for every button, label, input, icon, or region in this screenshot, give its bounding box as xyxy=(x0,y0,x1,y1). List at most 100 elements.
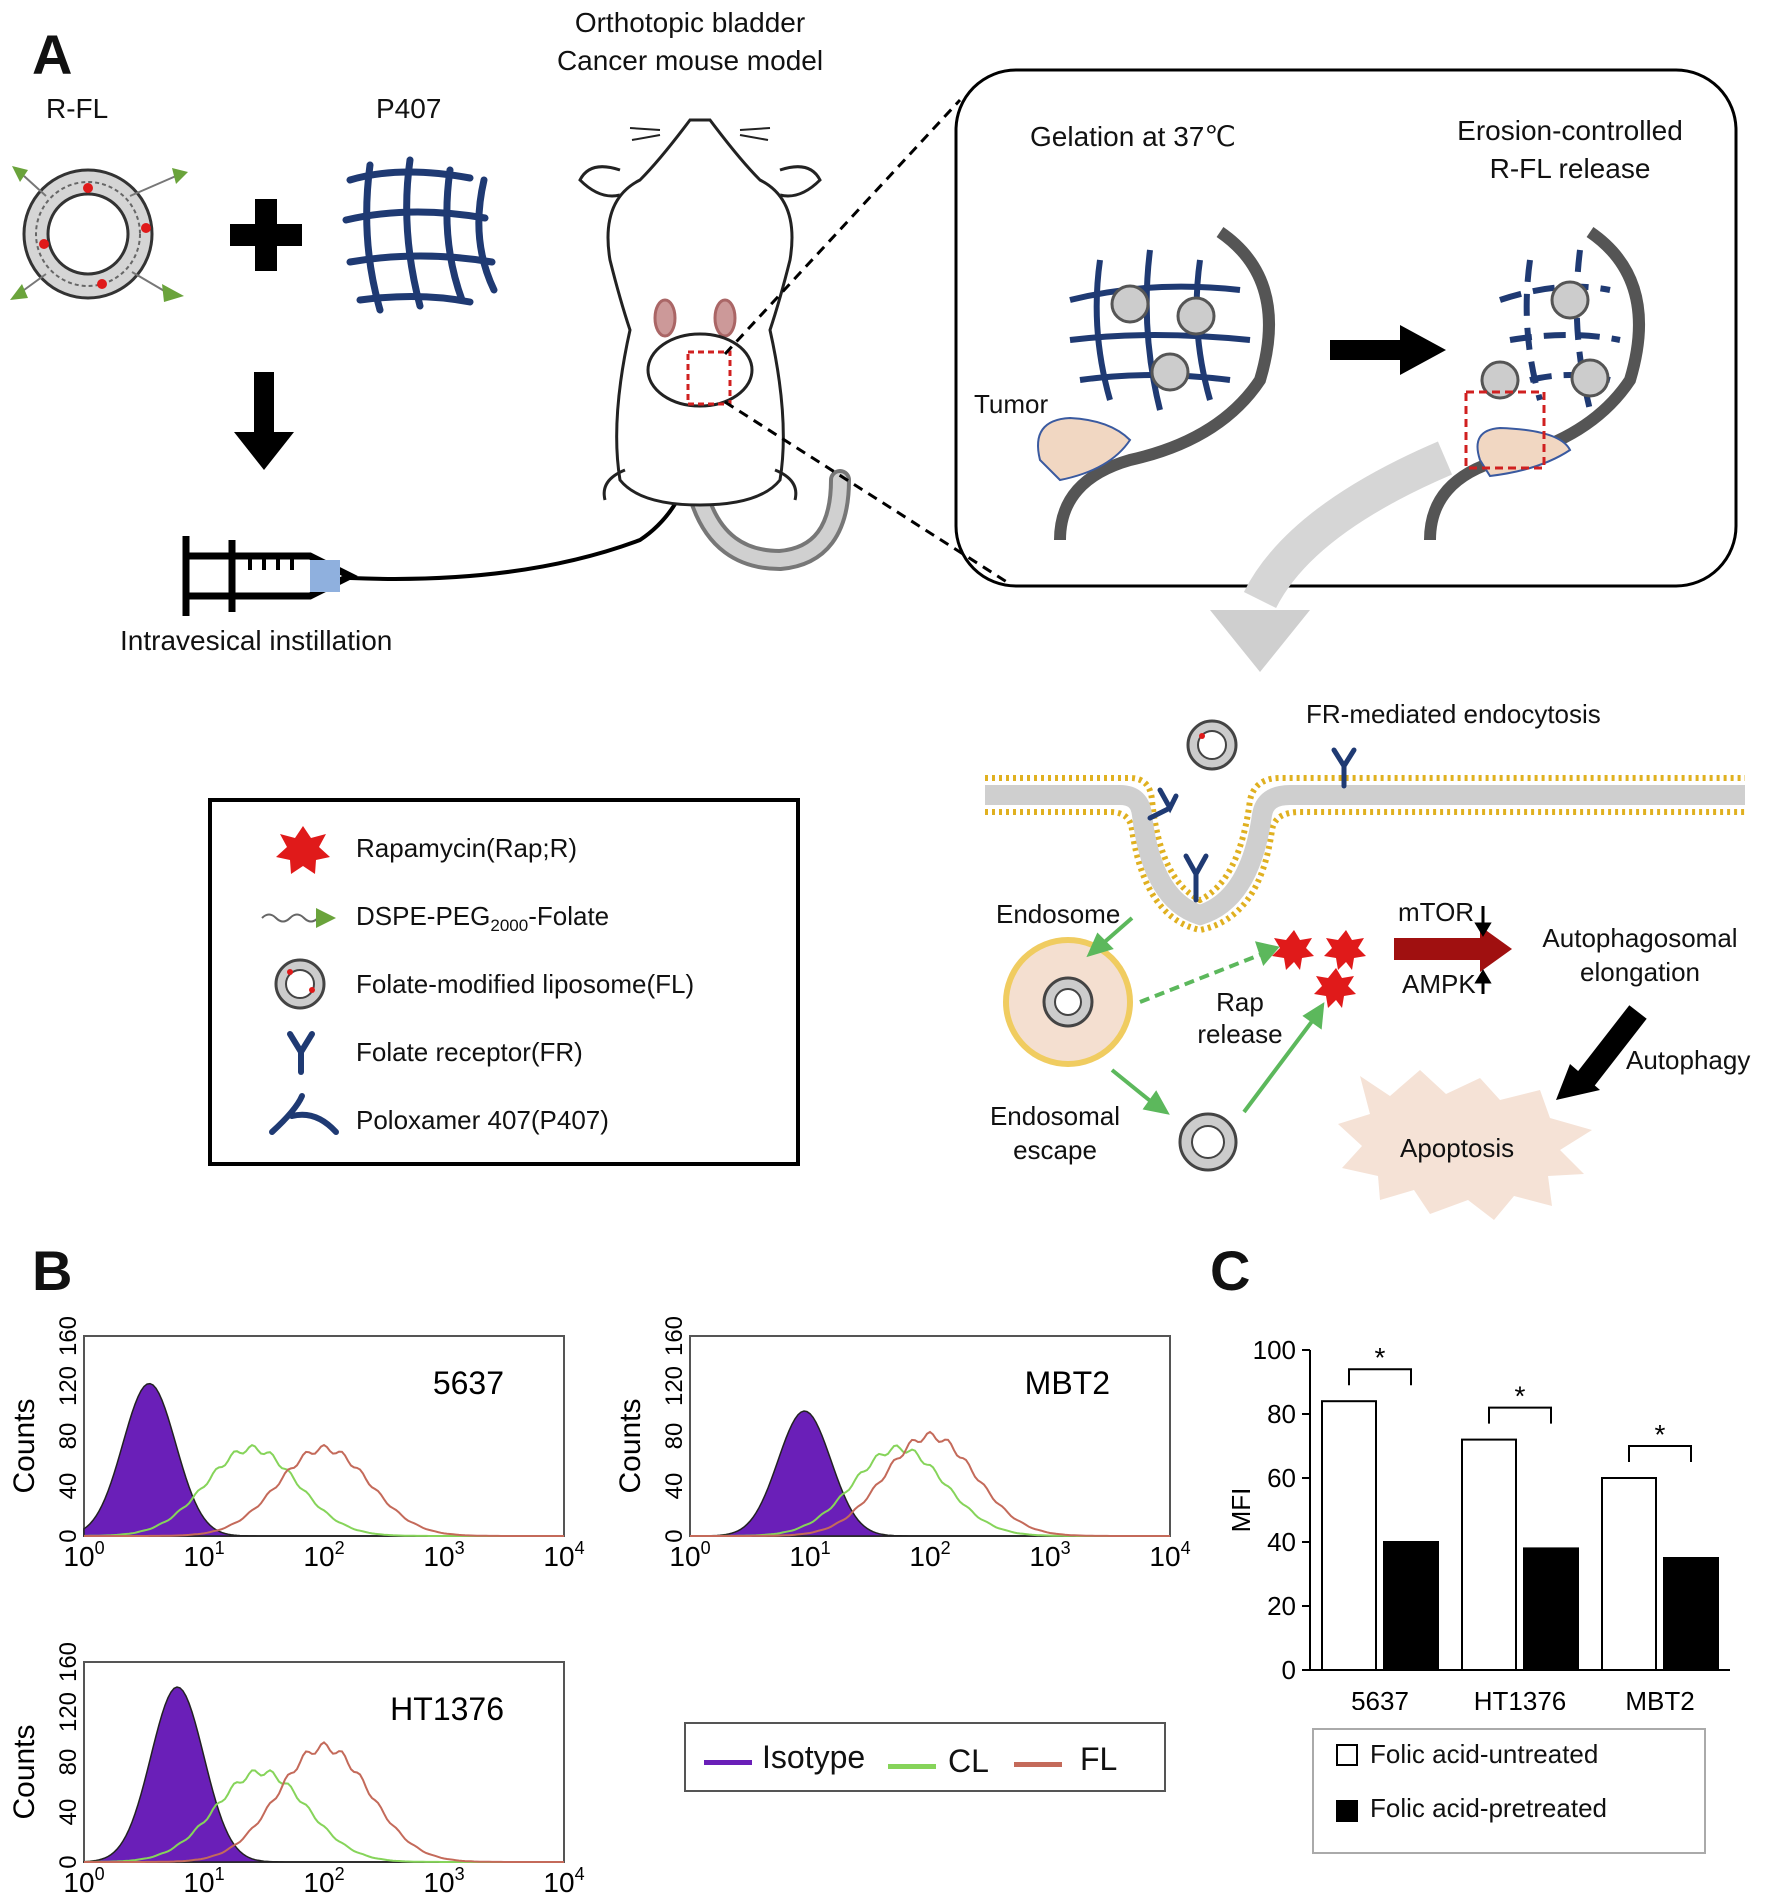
histogram-ytick: 40 xyxy=(55,1473,82,1500)
ampk-label: AMPK xyxy=(1402,969,1476,999)
panel-c-legend xyxy=(1312,1728,1706,1854)
legend-cl-swatch xyxy=(888,1764,936,1769)
histogram-ytick: 40 xyxy=(661,1473,688,1500)
histogram-ytick: 80 xyxy=(55,1749,82,1776)
histogram-fl-line xyxy=(84,1741,564,1863)
plus-icon xyxy=(230,199,302,271)
legend-rapamycin-label: Rapamycin(Rap;R) xyxy=(356,833,578,863)
histogram-xtick: 101 xyxy=(183,1864,224,1894)
bar-pretreated xyxy=(1663,1557,1719,1671)
legend-pretreated-label: Folic acid-pretreated xyxy=(1370,1793,1607,1823)
mtor-label: mTOR xyxy=(1398,897,1475,927)
bar-ytick-label: 80 xyxy=(1267,1399,1296,1429)
rapamycin-star-icon xyxy=(276,826,330,874)
histogram-xtick: 102 xyxy=(303,1864,344,1894)
poloxamer-legend-icon xyxy=(269,1093,339,1135)
significance-bracket xyxy=(1628,1445,1692,1462)
autophagy-label: Autophagy xyxy=(1626,1045,1751,1075)
histogram-ytick: 160 xyxy=(55,1642,82,1682)
legend-isotype-label: Isotype xyxy=(762,1739,866,1775)
panel-c-letter: C xyxy=(1210,1239,1251,1302)
bar-pretreated xyxy=(1383,1541,1439,1671)
histogram-ylabel: Counts xyxy=(8,1724,41,1819)
legend-peg-pre: DSPE-PEG xyxy=(356,901,491,931)
histogram-ytick: 40 xyxy=(55,1799,82,1826)
legend-fl-swatch xyxy=(1014,1762,1062,1767)
legend-peg-post: -Folate xyxy=(528,901,610,931)
histogram-fl-line xyxy=(690,1430,1170,1537)
legend-fl-label: FL xyxy=(1080,1741,1118,1777)
histogram-xtick: 103 xyxy=(423,1538,464,1572)
histogram-xtick: 103 xyxy=(423,1864,464,1894)
histogram-ytick: 80 xyxy=(55,1423,82,1450)
bar-ytick-label: 100 xyxy=(1253,1335,1296,1365)
histogram-xtick: 101 xyxy=(183,1538,224,1572)
down-arrow-icon xyxy=(234,372,294,470)
cell-membrane xyxy=(985,775,1745,934)
instillation-label: Intravesical instillation xyxy=(120,625,393,656)
panel-a-graphics xyxy=(10,68,1745,1220)
legend-untreated-label: Folic acid-untreated xyxy=(1370,1739,1599,1769)
histogram-title: HT1376 xyxy=(390,1691,504,1727)
syringe-icon xyxy=(182,536,358,616)
peg-folate-icon xyxy=(261,908,336,928)
significance-star: * xyxy=(1515,1381,1526,1412)
apoptosis-burst xyxy=(1338,1070,1592,1220)
bar-ytick-label: 40 xyxy=(1267,1527,1296,1557)
histogram-title: 5637 xyxy=(433,1365,504,1401)
escape-line2: escape xyxy=(1013,1135,1097,1165)
legend-poloxamer-label: Poloxamer 407(P407) xyxy=(356,1105,609,1135)
rfl-label: R-FL xyxy=(46,93,109,124)
histogram-xtick: 100 xyxy=(63,1538,104,1572)
histogram-ytick: 160 xyxy=(55,1316,82,1356)
histogram-ytick: 160 xyxy=(661,1316,688,1356)
histogram-ytick: 120 xyxy=(55,1366,82,1406)
bar-ytick-label: 60 xyxy=(1267,1463,1296,1493)
erosion-label-line1: Erosion-controlled xyxy=(1457,115,1683,146)
histogram-xtick: 101 xyxy=(789,1538,830,1572)
legend-pretreated-swatch xyxy=(1336,1800,1358,1822)
bar-untreated xyxy=(1601,1477,1657,1671)
histogram-xtick: 104 xyxy=(543,1864,584,1894)
histogram-xtick: 103 xyxy=(1029,1538,1070,1572)
panel-b-letter: B xyxy=(32,1239,73,1302)
legend-liposome-label: Folate-modified liposome(FL) xyxy=(356,969,695,999)
rap-release-line2: release xyxy=(1197,1019,1283,1049)
p407-label: P407 xyxy=(376,93,442,124)
apoptosis-label: Apoptosis xyxy=(1400,1133,1515,1163)
legend-peg-sub: 2000 xyxy=(490,916,529,936)
erosion-label-line2: R-FL release xyxy=(1489,153,1651,184)
histogram-xtick: 100 xyxy=(669,1538,710,1572)
histogram-ytick: 120 xyxy=(661,1366,688,1406)
tumor-label: Tumor xyxy=(974,389,1049,419)
histogram-ylabel: Counts xyxy=(8,1398,41,1493)
histogram-ytick: 120 xyxy=(55,1692,82,1732)
p407-mesh-icon xyxy=(342,156,498,314)
autophago-line2: elongation xyxy=(1580,957,1700,987)
histogram-ytick: 0 xyxy=(55,1529,82,1542)
bar-untreated xyxy=(1461,1438,1517,1671)
legend-untreated-swatch xyxy=(1336,1744,1358,1766)
histogram-ytick: 0 xyxy=(661,1529,688,1542)
histogram-xtick: 102 xyxy=(303,1538,344,1572)
mouse-title-line2: Cancer mouse model xyxy=(556,45,824,76)
mouse-icon xyxy=(578,118,851,572)
histogram-xtick: 104 xyxy=(1149,1538,1190,1572)
rap-release-line1: Rap xyxy=(1216,987,1264,1017)
bar-ytick-label: 20 xyxy=(1267,1591,1296,1621)
gelation-label: Gelation at 37℃ xyxy=(1030,121,1236,152)
significance-bracket xyxy=(1348,1368,1412,1386)
liposome-entering xyxy=(1186,719,1238,771)
panel-a-letter: A xyxy=(32,23,73,86)
bar-ytick-label: 0 xyxy=(1282,1655,1296,1685)
inset-box xyxy=(954,68,1738,588)
histogram-ylabel: Counts xyxy=(614,1398,647,1493)
panel-b-legend xyxy=(684,1722,1166,1792)
histogram-xtick: 102 xyxy=(909,1538,950,1572)
legend-peg-label: DSPE-PEG2000-Folate xyxy=(356,902,609,936)
